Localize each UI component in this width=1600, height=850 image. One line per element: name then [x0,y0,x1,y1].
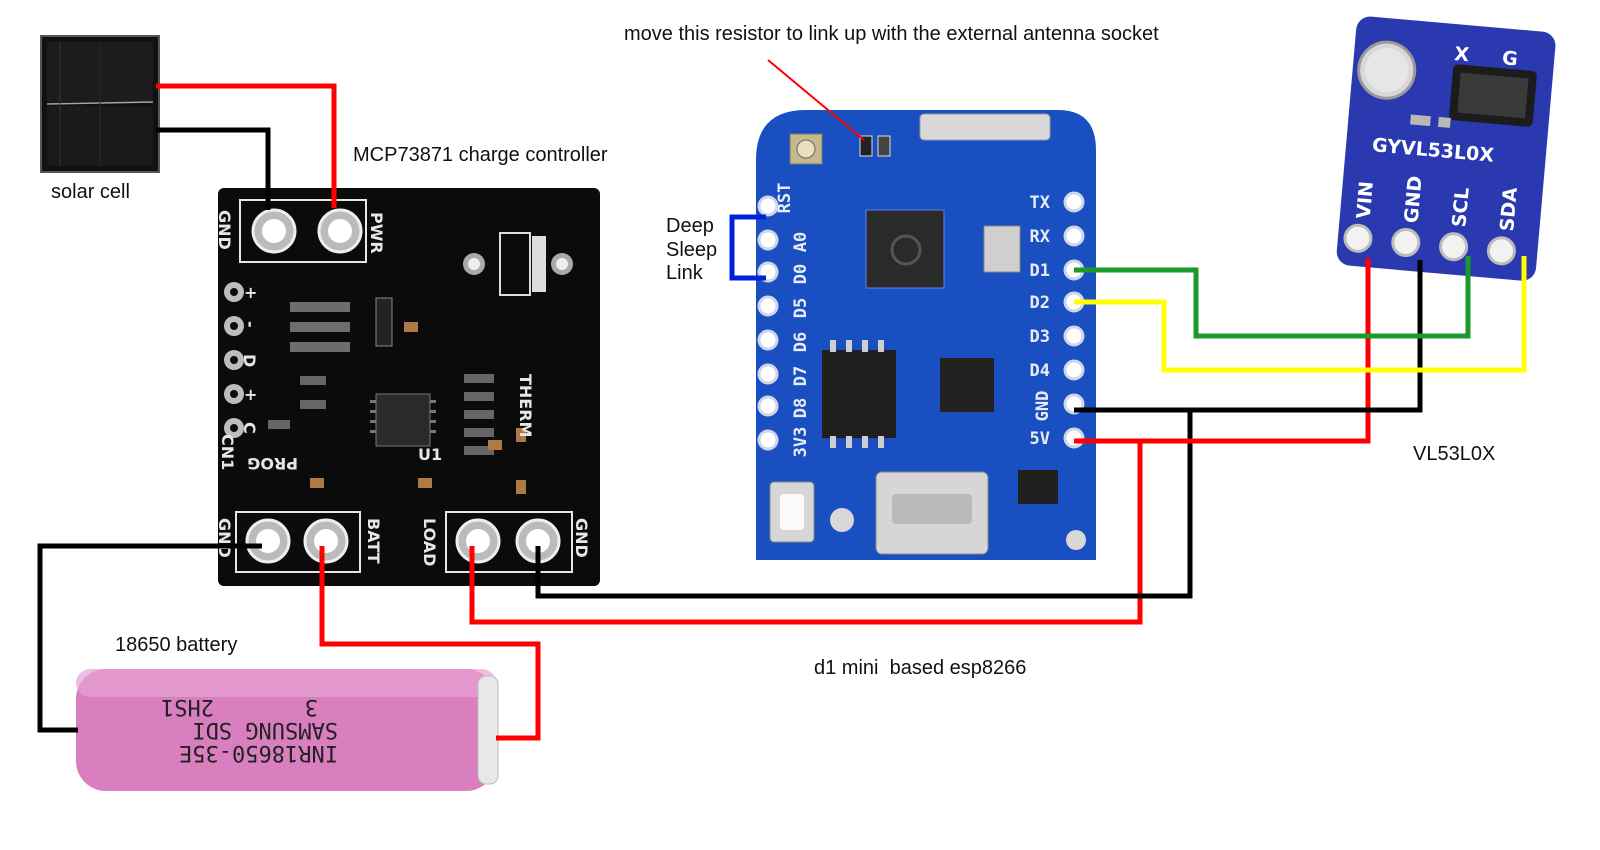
d1-pin-d8: D8 [791,398,811,418]
charger-u1-label: U1 [418,445,442,464]
d1-pin-d1: D1 [1030,261,1050,281]
d1-pin-d4: D4 [1030,361,1050,381]
sensor-x-mark: X [1453,43,1470,66]
charger-gnd-bottom-right-label: GND [572,518,591,558]
wire-gnd-d1 [535,407,1193,599]
vl53l0x-board: GYVL53L0X X G VIN GND SCL SDA [1336,16,1556,281]
battery-print-1: 3 [305,694,318,719]
charger-side-pin-3: D [240,354,259,367]
d1-pin-d0: D0 [791,264,811,284]
d1-pin-rst: RST [775,183,795,214]
d1-pin-d7: D7 [791,366,811,386]
charger-gnd-bottom-left-label: GND [215,518,234,558]
charge-controller-board: GND PWR + - D + C CN1 PROG THERM U1 GND … [215,188,600,586]
charger-side-pin-2: - [241,321,260,328]
resistor-note-label: move this resistor to link up with the e… [624,23,1159,45]
deep-sleep-label-3: Link [666,262,703,284]
sensor-pin-scl: SCL [1448,187,1473,229]
d1-pin-gnd: GND [1033,391,1053,422]
sensor-label: VL53L0X [1413,443,1496,465]
sensor-pin-sda: SDA [1496,186,1522,232]
d1-pin-d6: D6 [791,332,811,352]
resistor-pointer-line [767,59,865,141]
charger-load-label: LOAD [420,518,439,566]
charger-prog-label: PROG [247,454,298,473]
charger-side-pin-4: + [244,385,257,404]
charger-side-pin-1: + [244,283,257,302]
deep-sleep-label-2: Sleep [666,239,718,261]
d1-pin-d3: D3 [1030,327,1050,347]
sensor-pin-vin: VIN [1353,180,1378,219]
solar-cell [40,35,160,173]
d1-pin-3v3: 3V3 [791,427,811,458]
wire-d2-sda [1074,256,1527,373]
d1-pin-d5: D5 [791,298,811,318]
solar-cell-label: solar cell [51,181,130,203]
battery-18650: 3 SAMSUNG SDI INR18650-35E 2HS1 [76,669,499,791]
wire-solar-gnd [156,127,271,210]
wire-5v-vin [1140,258,1371,444]
battery-print-3: INR18650-35E [179,740,338,765]
wire-deep-sleep [729,214,766,281]
d1-pin-a0: A0 [791,232,811,252]
esp-board-label: d1 mini based esp8266 [814,657,1027,679]
d1-pin-d2: D2 [1030,293,1050,313]
d1-pin-rx: RX [1030,227,1051,247]
battery-print-2: SAMSUNG SDI [192,717,338,742]
wire-d1-scl [1074,256,1471,339]
sensor-g-mark: G [1501,47,1518,70]
d1-pin-tx: TX [1030,193,1051,213]
wire-gnd-sensor [1190,260,1423,413]
charger-pwr-label: PWR [367,212,386,254]
charger-side-pin-5: C [240,422,259,434]
charger-cn1-label: CN1 [218,434,237,470]
wire-battery-pos [319,546,541,741]
wires [37,59,1527,741]
battery-print-4: 2HS1 [161,694,214,719]
wire-battery-gnd [37,543,262,733]
charger-gnd-top-label: GND [215,210,234,250]
charger-therm-label: THERM [516,374,535,437]
sensor-pin-gnd: GND [1401,175,1427,224]
charge-controller-label: MCP73871 charge controller [353,144,608,166]
d1-mini-board: RST A0 D0 D5 D6 D7 D8 3V3 TX RX D1 D2 D3… [756,110,1096,560]
battery-label: 18650 battery [115,634,238,656]
wire-load-5v [469,438,1143,625]
d1-pin-5v: 5V [1030,429,1050,449]
deep-sleep-label-1: Deep [666,215,714,237]
charger-batt-label: BATT [364,518,383,564]
wire-solar-pwr [156,83,337,208]
